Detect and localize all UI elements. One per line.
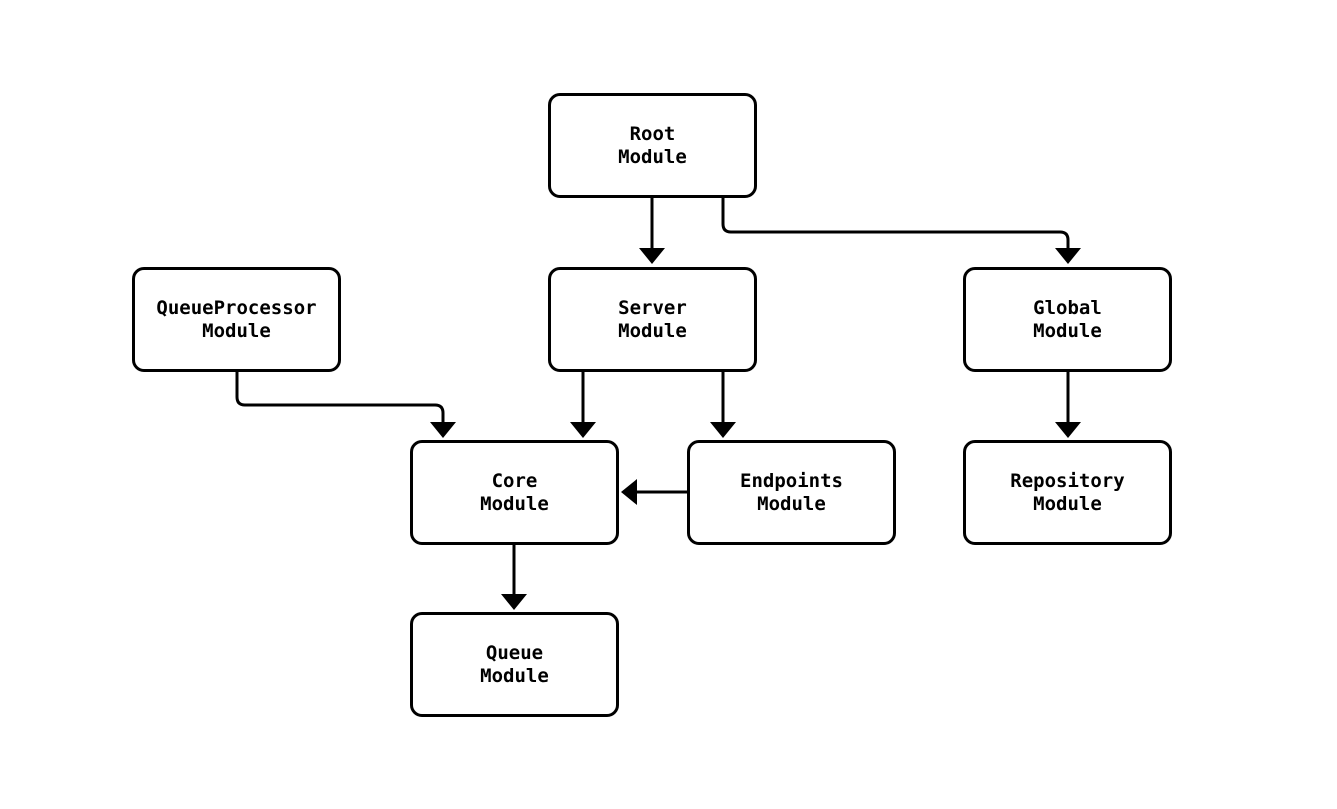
node-global-label-line1: Global [1033,296,1102,319]
node-core-label-line2: Module [480,492,549,515]
node-endpoints-module: Endpoints Module [687,440,896,545]
node-server-label-line1: Server [618,296,687,319]
node-queueprocessor-label-line2: Module [202,319,271,342]
edge-queueprocessor-to-core [235,372,456,438]
node-root-module: Root Module [548,93,757,198]
node-core-label-line1: Core [491,469,538,492]
node-repository-label-line1: Repository [1010,469,1125,492]
node-root-label-line1: Root [629,122,676,145]
node-queue-label-line2: Module [480,664,549,687]
node-global-label-line2: Module [1033,319,1102,342]
edge-root-to-global [721,198,1081,264]
node-queue-module: Queue Module [410,612,619,717]
node-global-module: Global Module [963,267,1172,372]
node-server-label-line2: Module [618,319,687,342]
node-endpoints-label-line2: Module [757,492,826,515]
node-repository-label-line2: Module [1033,492,1102,515]
node-server-module: Server Module [548,267,757,372]
node-endpoints-label-line1: Endpoints [740,469,843,492]
node-root-label-line2: Module [618,145,687,168]
node-queueprocessor-module: QueueProcessor Module [132,267,341,372]
node-queueprocessor-label-line1: QueueProcessor [156,296,317,319]
node-repository-module: Repository Module [963,440,1172,545]
node-queue-label-line1: Queue [485,641,544,664]
node-core-module: Core Module [410,440,619,545]
